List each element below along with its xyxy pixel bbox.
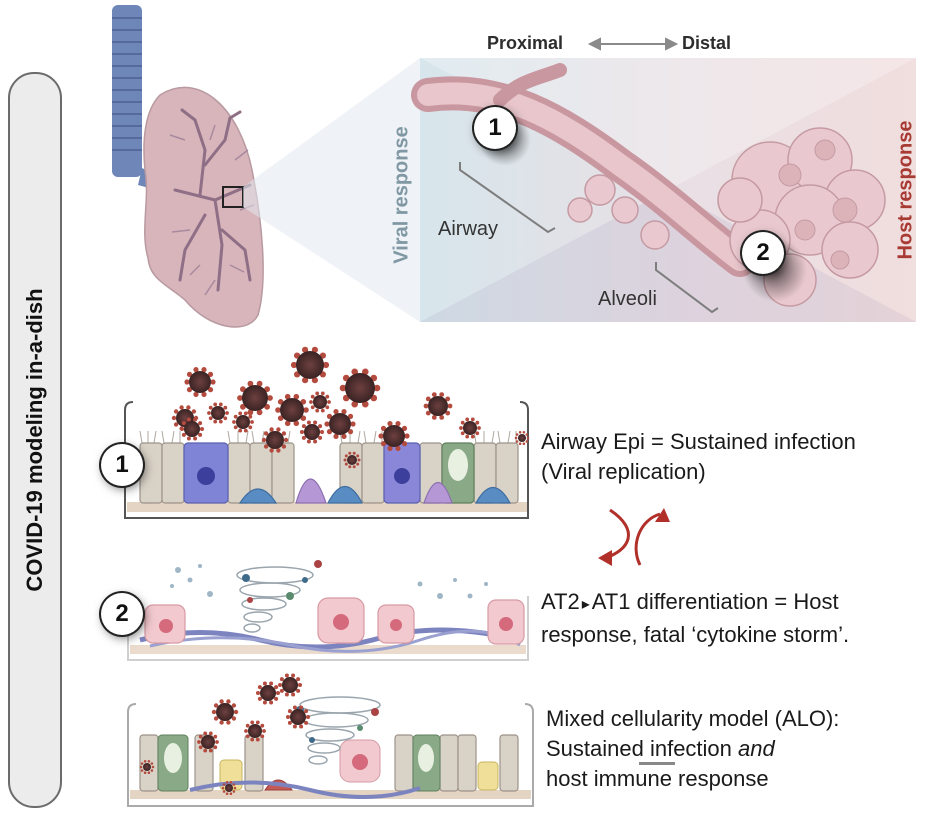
virus-icon <box>261 427 289 453</box>
airway-label: Airway <box>438 218 499 240</box>
badge-1-panel: 1 <box>101 444 143 486</box>
virus-icon <box>207 402 229 424</box>
virus-icon <box>324 409 356 439</box>
virus-icon <box>300 420 324 444</box>
virus-icon <box>197 731 219 753</box>
virus-icon <box>244 720 266 742</box>
virus-icon <box>237 380 273 416</box>
virus-icon <box>339 368 381 408</box>
alveolar-panel <box>127 564 529 661</box>
virus-icon <box>221 781 237 795</box>
distal-label: Distal <box>682 33 732 53</box>
underline-mark <box>639 762 675 765</box>
panel-3-sustained: Sustained infection <box>546 736 739 761</box>
host-response-label: Host response <box>894 120 917 260</box>
panel-3-line-2: Sustained infection and <box>546 734 839 764</box>
side-title: COVID-19 modeling in-a-dish <box>22 288 47 592</box>
panel-2-line-1: AT2▸AT1 differentiation = Host <box>541 587 849 620</box>
panel-2-at2: AT2 <box>541 589 580 614</box>
virus-icon <box>278 673 302 697</box>
virus-icon <box>343 451 361 469</box>
virus-icon <box>290 346 330 384</box>
panel-1-line-1: Airway Epi = Sustained infection <box>541 429 856 454</box>
zoom-cone <box>243 58 420 322</box>
cytokine-storm-icon <box>236 566 381 765</box>
virus-icon <box>514 431 530 446</box>
zoom-panel <box>411 58 916 322</box>
side-panel <box>8 72 62 808</box>
mixed-model-panel <box>127 703 534 807</box>
virus-icon <box>139 760 155 774</box>
triangle-arrow-icon: ▸ <box>581 596 590 613</box>
viral-response-label: Viral response <box>390 126 413 264</box>
virus-icon <box>211 699 239 725</box>
virus-icon <box>423 392 453 420</box>
badge-1-zoom: 1 <box>474 107 516 149</box>
panel-2-description: AT2▸AT1 differentiation = Host response,… <box>541 587 849 650</box>
virus-icon <box>180 417 204 441</box>
panel-3-line-3: host immune response <box>546 762 839 794</box>
proximal-label: Proximal <box>487 33 564 53</box>
virus-icon <box>275 393 309 427</box>
lung-icon <box>112 5 264 328</box>
panel-2-line-2: response, fatal ‘cytokine storm’. <box>541 622 850 647</box>
virus-icon <box>184 367 216 397</box>
panel-1-line-2: (Viral replication) <box>541 459 706 484</box>
alveoli-label: Alveoli <box>598 288 657 310</box>
panel-3-and: and <box>738 736 775 761</box>
virus-icon <box>378 421 410 451</box>
panel-2-at1: AT1 differentiation = Host <box>591 589 839 614</box>
panel-3-line-1: Mixed cellularity model (ALO): <box>546 706 840 731</box>
panel-1-description: Airway Epi = Sustained infection (Viral … <box>541 427 856 487</box>
panel-3-description: Mixed cellularity model (ALO): Sustained… <box>546 704 839 794</box>
panel-3-host: host immune response <box>546 766 769 791</box>
virus-icon <box>286 705 310 729</box>
badge-2-panel: 2 <box>101 593 143 635</box>
proximal-distal-arrow <box>587 37 679 51</box>
badge-2-zoom: 2 <box>742 232 784 274</box>
virus-icon <box>256 681 280 705</box>
cycle-arrows-icon <box>604 508 661 566</box>
virus-icon <box>459 417 481 439</box>
virus-icon <box>309 391 331 413</box>
virus-icon <box>232 411 254 433</box>
